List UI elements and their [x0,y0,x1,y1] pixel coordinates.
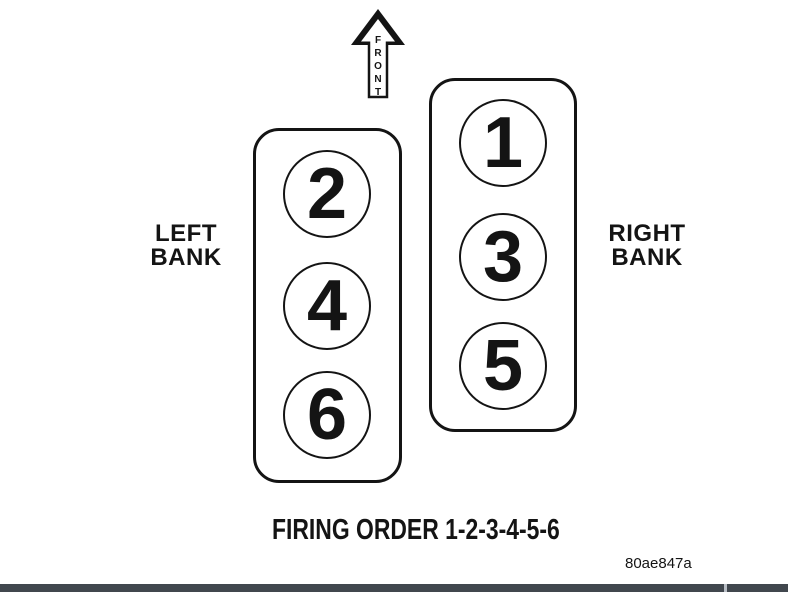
front-arrow-icon [351,9,405,99]
figure-code: 80ae847a [625,555,692,572]
cylinder-circle-4: 4 [283,262,371,350]
cylinder-circle-5: 5 [459,322,547,410]
left-bank-label-line1: LEFT [155,220,217,247]
firing-order-caption: FIRING ORDER 1-2-3-4-5-6 [272,514,560,546]
bottom-edge-bar [0,584,788,592]
left-bank-label-line2: BANK [150,244,222,271]
left-bank-outline: 2 4 6 [253,128,402,483]
arrowhead-inner [361,19,395,42]
bottom-edge-bar-notch [724,584,727,592]
cylinder-circle-1: 1 [459,99,547,187]
right-bank-label-line1: RIGHT [608,220,686,247]
right-bank-label: RIGHT BANK [589,222,705,270]
cylinder-circle-2: 2 [283,150,371,238]
right-bank-outline: 1 3 5 [429,78,577,432]
right-bank-label-line2: BANK [611,244,683,271]
cylinder-circle-6: 6 [283,371,371,459]
front-arrow-label: FRONT [372,35,384,100]
arrow-stem [367,41,389,99]
cylinder-circle-3: 3 [459,213,547,301]
left-bank-label: LEFT BANK [128,222,244,270]
